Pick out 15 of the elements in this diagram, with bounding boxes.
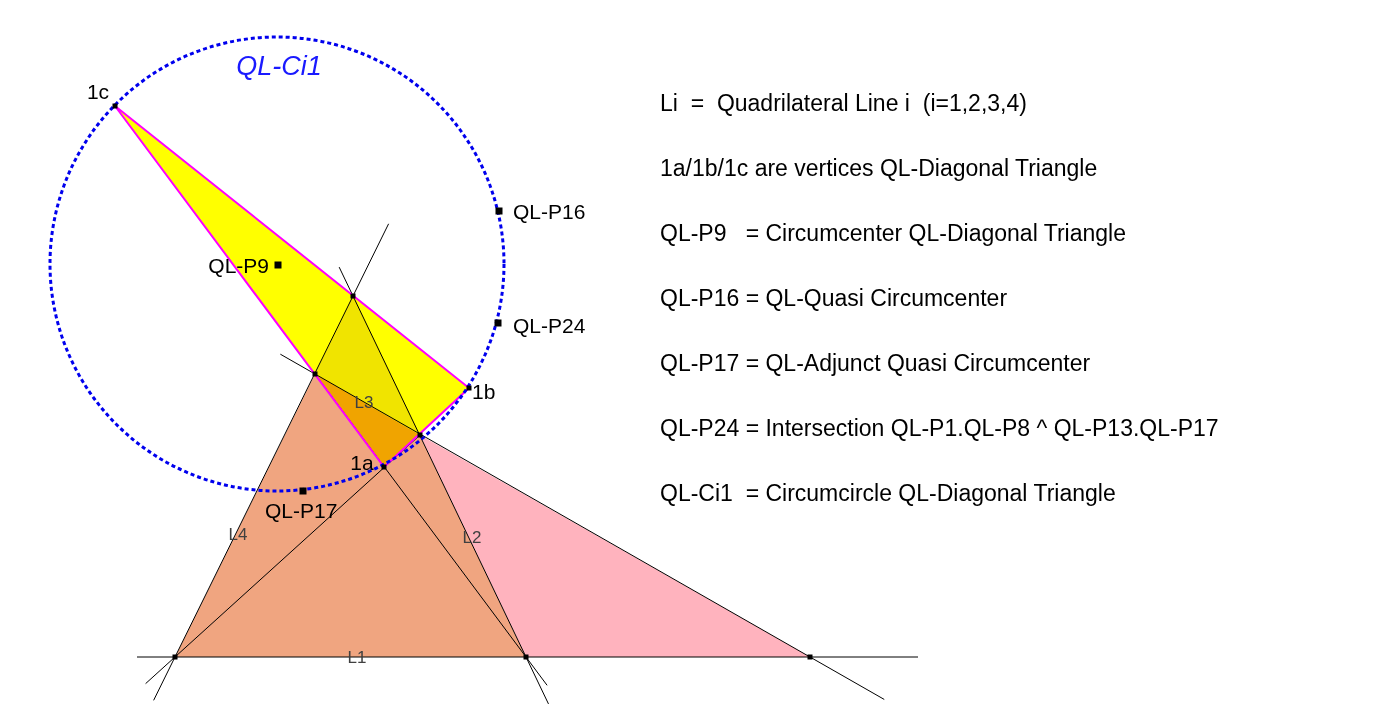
definition-text: QL-P24 = Intersection QL-P1.QL-P8 ^ QL-P13.QL-P17 (660, 414, 1219, 443)
point-label: 1c (86, 80, 110, 102)
definition-text: 1a/1b/1c are vertices QL-Diagonal Triangle (660, 154, 1099, 183)
point-label: 1b (472, 380, 496, 402)
circle-label: QL-Ci1 (236, 52, 322, 80)
definition-text: QL-P16 = QL-Quasi Circumcenter (660, 284, 1009, 313)
point-label: QL-P24 (513, 314, 586, 336)
point-label: QL-P17 (265, 499, 338, 521)
definition-text: QL-P9 = Circumcenter QL-Diagonal Triangle (660, 219, 1127, 248)
line-label: L1 (347, 648, 367, 666)
definition-text: QL-P17 = QL-Adjunct Quasi Circumcenter (660, 349, 1092, 378)
definition-text: Li = Quadrilateral Line i (i=1,2,3,4) (660, 89, 1028, 118)
point-label: 1a (350, 451, 374, 473)
definition-text: QL-Ci1 = Circumcircle QL-Diagonal Triangle (660, 479, 1117, 508)
point-label: QL-P16 (513, 200, 586, 222)
